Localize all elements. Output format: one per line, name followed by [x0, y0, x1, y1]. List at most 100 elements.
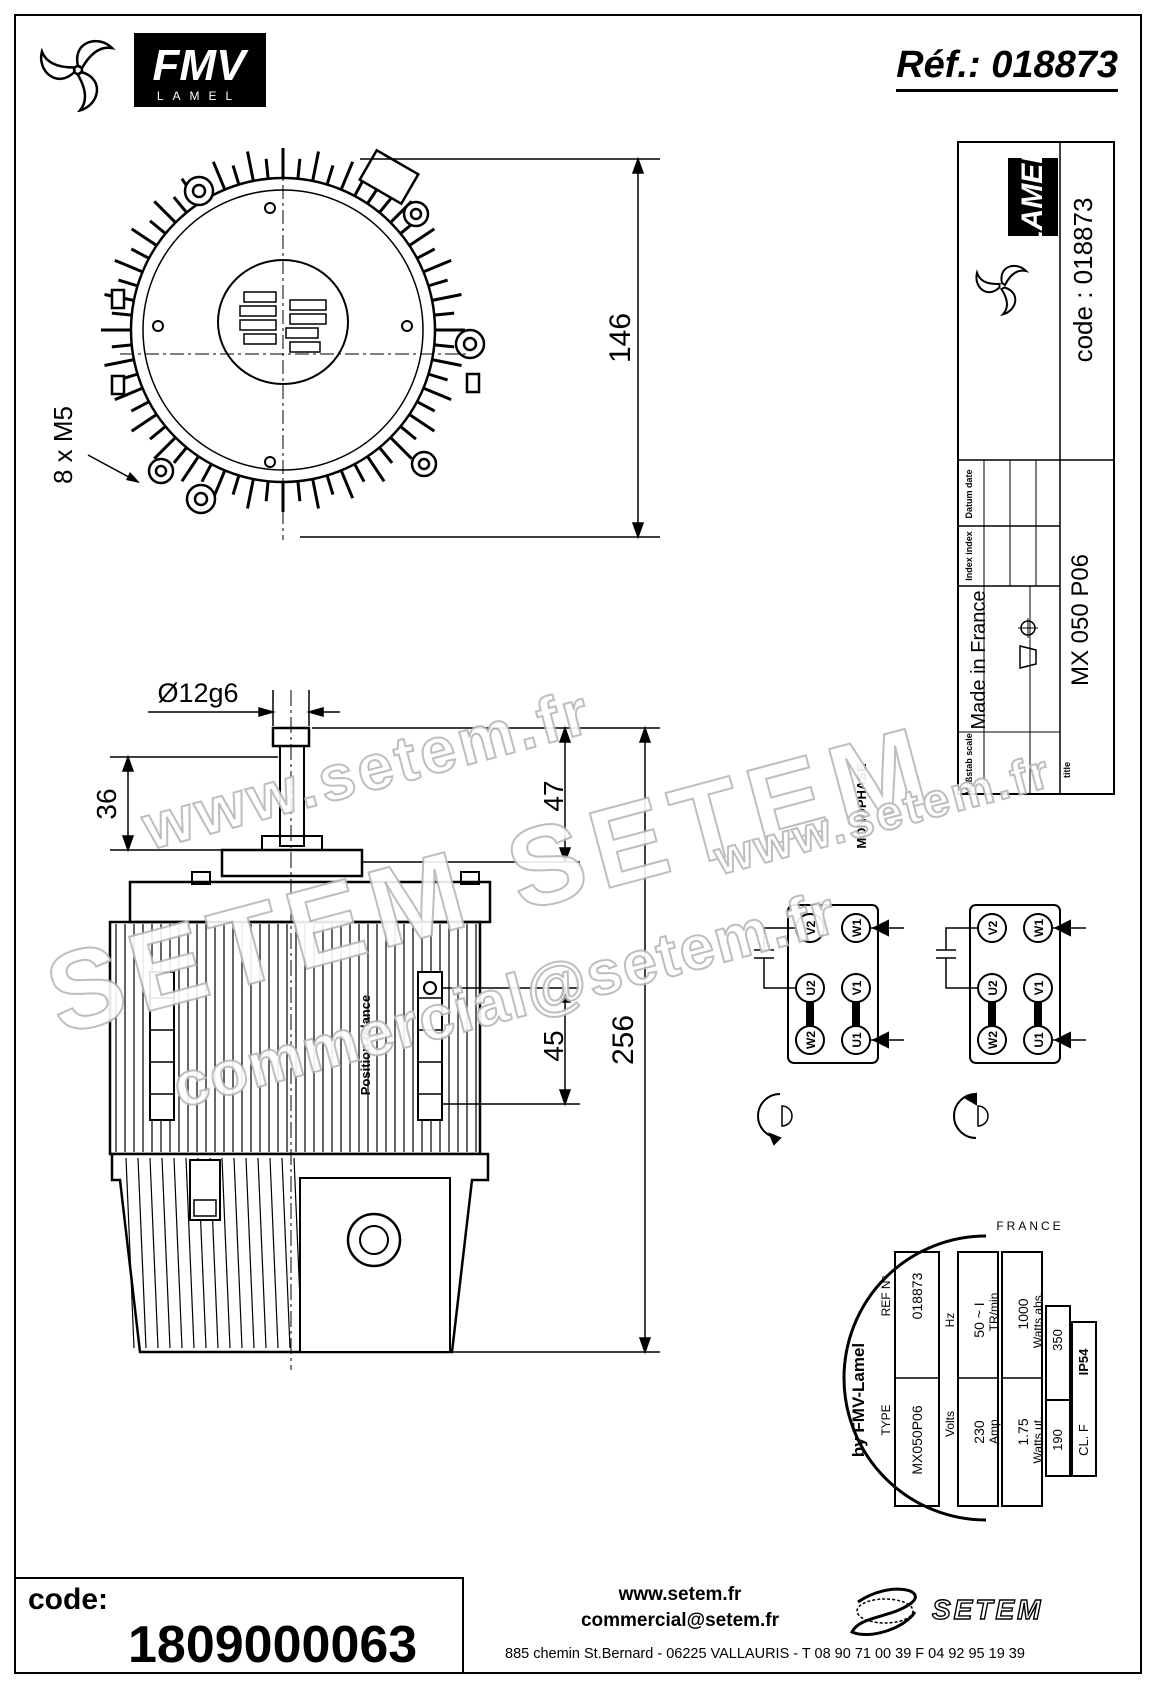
cooling-fin — [296, 481, 302, 502]
lower-fin — [173, 1157, 183, 1349]
cooling-fin — [408, 413, 436, 433]
supply-arrow — [871, 919, 889, 937]
title-block — [957, 141, 1115, 795]
nameplate-type-label: TYPE — [879, 1404, 893, 1435]
cooling-fin — [434, 343, 455, 349]
cooling-fin — [130, 227, 158, 247]
nameplate-watts-ut-label: Watts ut. — [1031, 1417, 1045, 1464]
lower-fin — [221, 1157, 231, 1349]
rotation-icons — [757, 1092, 989, 1146]
dim-146 — [300, 156, 660, 540]
title-block-brand: LAMEL — [1016, 145, 1049, 248]
dim-47-label: 47 — [538, 780, 569, 811]
terminal-label: W1 — [1032, 919, 1046, 937]
cooling-fin — [111, 311, 132, 317]
datum-label: Datum date — [964, 469, 974, 518]
fmv-logo: FMV LAMEL — [39, 33, 266, 112]
code-value: 1809000063 — [128, 1616, 418, 1674]
cooling-fin — [231, 475, 241, 496]
nameplate-amp-value: 1.75 — [1015, 1418, 1031, 1445]
dim-146-label: 146 — [604, 313, 637, 363]
cooling-fin — [311, 478, 320, 509]
cooling-fin — [231, 164, 241, 185]
nameplate-tr-value: 1000 — [1015, 1298, 1031, 1329]
lower-fin — [245, 1157, 255, 1349]
lower-fin — [281, 1157, 291, 1349]
cooling-fin — [180, 455, 200, 483]
cooling-fin — [211, 469, 227, 499]
footer-email[interactable]: commercial@setem.fr — [580, 1610, 780, 1631]
cooling-fin — [378, 196, 394, 214]
made-in-label: Made in France — [968, 591, 990, 730]
cooling-fin — [172, 446, 188, 464]
lower-fin — [233, 1157, 243, 1349]
lower-fin — [269, 1157, 279, 1349]
terminal-label: V2 — [804, 920, 818, 935]
nameplate-ip-value: IP54 — [1076, 1348, 1091, 1376]
logo-brand-sub: LAMEL — [157, 89, 241, 103]
footer-website[interactable]: www.setem.fr — [618, 1584, 742, 1605]
terminal — [977, 1025, 1007, 1055]
terminal-label: W2 — [986, 1031, 1000, 1049]
cooling-fin — [149, 425, 167, 441]
cooling-fin — [408, 227, 436, 247]
nameplate-amp-label: Amp. — [987, 1416, 1001, 1444]
reference-number: Réf.: 018873 — [896, 44, 1118, 92]
nameplate-hz-label: Hz — [943, 1313, 957, 1328]
cooling-fin — [416, 400, 436, 413]
terminal-label: V2 — [986, 920, 1000, 935]
nameplate-ref-label: REF N° — [879, 1275, 893, 1316]
terminal-board — [969, 904, 1061, 1064]
cooling-fin — [296, 158, 302, 179]
cooling-fin — [353, 463, 366, 483]
cooling-fin — [416, 247, 436, 260]
cooling-fin — [399, 425, 417, 441]
position-label: Position relance — [358, 995, 373, 1095]
cooling-fin — [264, 481, 270, 502]
dim-256-label: 256 — [607, 1015, 640, 1065]
cooling-fin — [325, 164, 335, 185]
side-dims — [110, 690, 660, 1355]
title-label: title — [1062, 762, 1072, 778]
wiring-title: MONOPHASE — [854, 763, 869, 849]
terminal-label: U1 — [1032, 1032, 1046, 1048]
nameplate-maker: by FMV-Lamel — [849, 1343, 868, 1457]
nameplate-class-value: CL. F — [1076, 1424, 1091, 1456]
code-label: code: — [28, 1583, 109, 1616]
supply-arrow — [1053, 919, 1071, 937]
cooling-fin — [130, 400, 150, 413]
cooling-fin — [153, 200, 177, 224]
mount-holes-label: 8 x M5 — [48, 406, 78, 484]
cooling-fin — [339, 469, 355, 499]
side-view — [108, 690, 492, 1370]
nameplate-watts-ut-value: 190 — [1050, 1429, 1065, 1451]
nameplate-volts-value: 230 — [971, 1420, 987, 1444]
cooling-fin — [311, 151, 320, 182]
cooling-fin — [211, 161, 227, 191]
cooling-fin — [172, 196, 188, 214]
terminal-label: V1 — [1032, 980, 1046, 995]
cooling-fin — [434, 311, 455, 317]
supply-arrow — [1053, 1031, 1071, 1049]
logo-brand: FMV — [153, 41, 250, 90]
cooling-fin — [153, 436, 177, 460]
dim-36-label: 36 — [91, 788, 122, 819]
shaft-diameter-label: Ø12g6 — [157, 678, 238, 708]
title-block-code: code : 018873 — [1068, 198, 1098, 363]
terminal-label: W2 — [804, 1031, 818, 1049]
fan-blades-icon — [39, 39, 116, 112]
nameplate — [842, 1234, 1097, 1522]
cooling-fin — [117, 278, 138, 288]
cooling-fin — [431, 293, 462, 302]
nameplate-watts-abs-value: 350 — [1050, 1329, 1065, 1351]
lower-fin — [137, 1157, 147, 1349]
cooling-fin — [130, 413, 158, 433]
cooling-fin — [339, 161, 355, 191]
scale-label: Maßstab scale — [964, 733, 974, 795]
cooling-fin — [422, 258, 452, 274]
terminal-label: U1 — [850, 1032, 864, 1048]
terminal-label: W1 — [850, 919, 864, 937]
cooling-fin — [130, 247, 150, 260]
top-view — [101, 148, 486, 540]
